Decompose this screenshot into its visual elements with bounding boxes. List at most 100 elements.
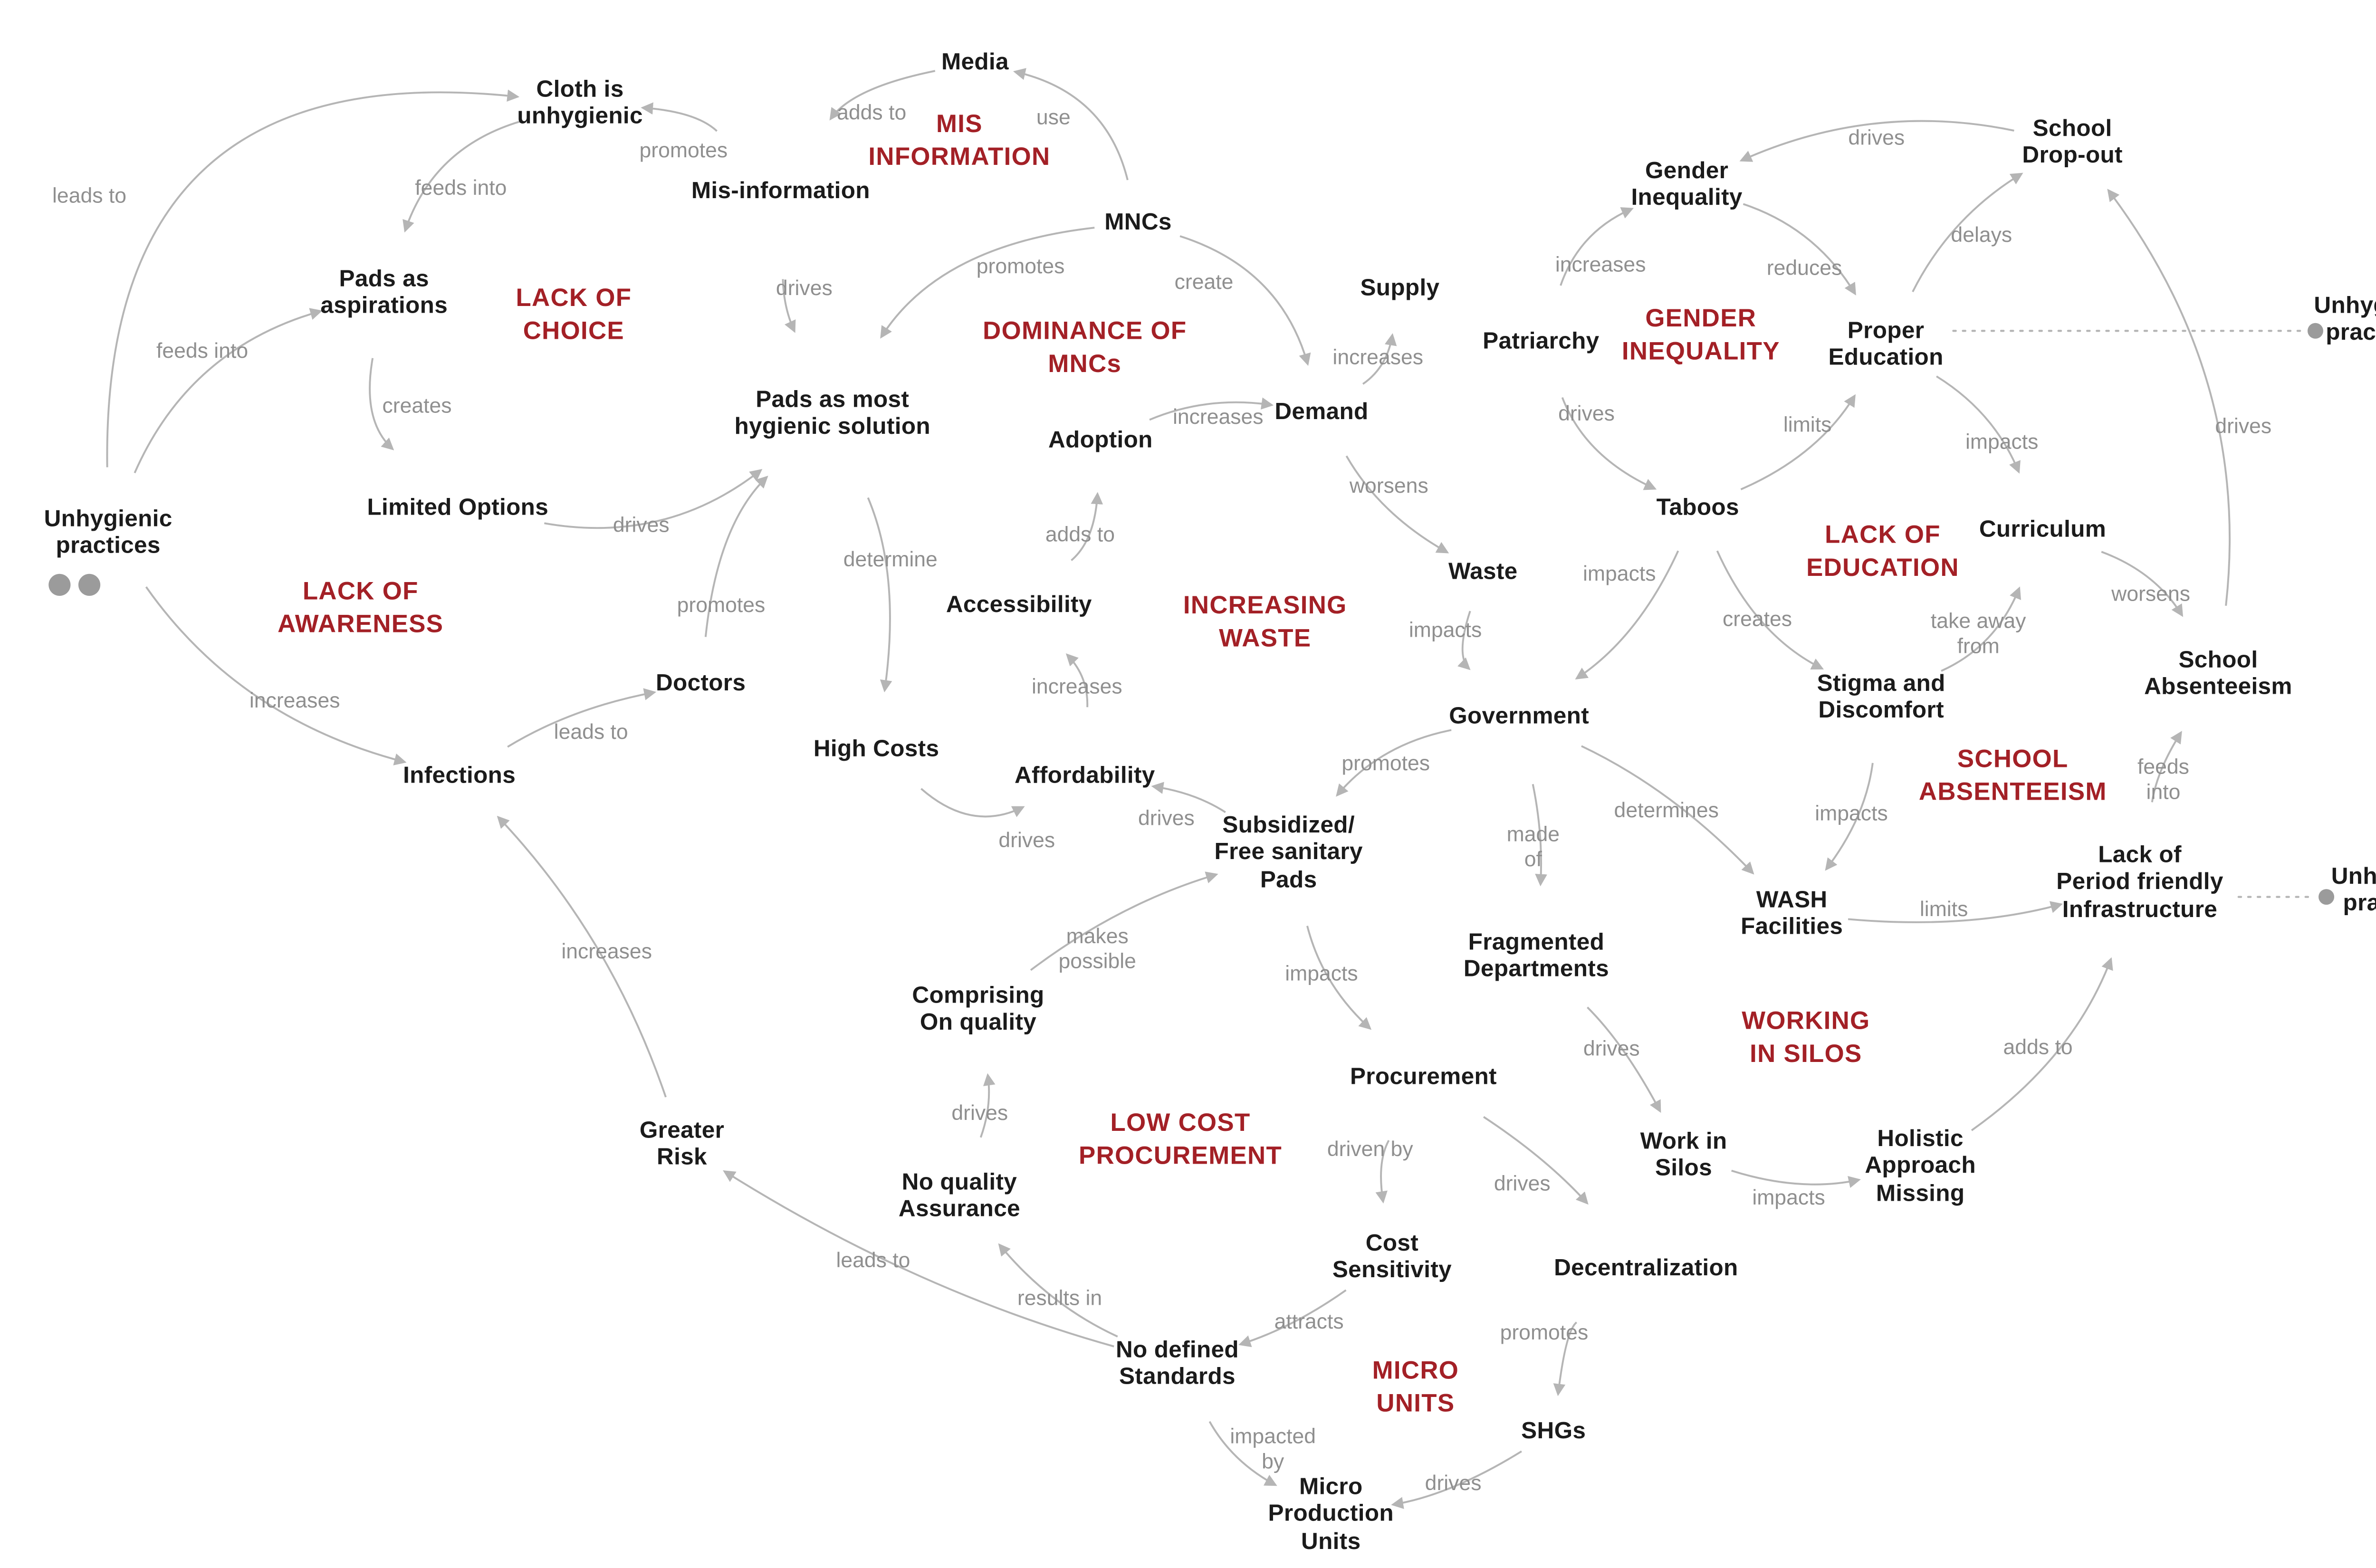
gray-dot-icon xyxy=(78,574,101,596)
node-supply: Supply xyxy=(1360,275,1440,302)
edge-label-taboos-to-stigma: creates xyxy=(1723,607,1792,631)
edge-no-defined-standards-to-no-quality-assurance xyxy=(998,1243,1118,1338)
edge-label-demand-to-supply: increases xyxy=(1332,345,1424,369)
node-fragmented-departments: Fragmented Departments xyxy=(1463,929,1609,984)
lack-of-choice-loop-title: LACK OF CHOICE xyxy=(516,286,632,345)
edge-label-cloth-unhygienic-to-pads-aspirations: feeds into xyxy=(415,176,507,200)
edge-unhygienic-practices-left-to-cloth-unhygienic xyxy=(106,89,520,468)
edge-fragmented-departments-to-work-in-silos xyxy=(1587,1006,1661,1113)
edge-label-no-defined-standards-to-no-quality-assurance: results in xyxy=(1017,1286,1102,1310)
edge-label-doctors-to-pads-hygienic: promotes xyxy=(677,593,766,617)
edge-label-school-absenteeism-to-school-dropout: drives xyxy=(2215,414,2272,438)
node-affordability: Affordability xyxy=(1014,762,1155,789)
edge-label-government-to-subsidized-pads: promotes xyxy=(1341,751,1430,775)
increasing-waste-loop-title: INCREASING WASTE xyxy=(1183,593,1347,652)
edge-holistic-missing-to-lack-infrastructure xyxy=(1971,957,2113,1131)
edge-procurement-to-cost-sensitivity xyxy=(1375,1140,1390,1204)
edge-label-pads-aspirations-to-limited-options: creates xyxy=(382,394,452,418)
edge-label-holistic-missing-to-lack-infrastructure: adds to xyxy=(2003,1035,2073,1059)
node-stigma: Stigma and Discomfort xyxy=(1817,670,1945,725)
node-demand: Demand xyxy=(1274,399,1369,426)
edge-doctors-to-pads-hygienic xyxy=(704,476,768,637)
edge-comprising-quality-to-subsidized-pads xyxy=(1030,871,1218,971)
edge-taboos-to-stigma xyxy=(1716,550,1824,669)
edge-label-mncs-to-demand: create xyxy=(1174,270,1234,294)
edge-proper-education-to-school-dropout xyxy=(1912,172,2023,293)
edge-high-costs-to-affordability xyxy=(920,788,1025,818)
edge-proper-education-to-curriculum xyxy=(1936,375,2021,474)
edge-label-mncs-to-media: use xyxy=(1036,105,1071,129)
edge-infections-to-doctors xyxy=(507,688,657,748)
edge-label-unhygienic-practices-left-to-infections: increases xyxy=(249,688,340,712)
edge-government-to-wash-facilities xyxy=(1581,745,1754,875)
mis-information-loop-title: MIS INFORMATION xyxy=(868,111,1051,171)
edge-label-waste-to-government: impacts xyxy=(1408,618,1482,642)
node-comprising-quality: Comprising On quality xyxy=(912,982,1044,1037)
edge-label-gender-inequality-to-proper-education: reduces xyxy=(1766,256,1842,280)
edge-label-government-to-wash-facilities: determines xyxy=(1614,798,1719,822)
edge-unhygienic-practices-left-to-infections xyxy=(145,586,407,765)
node-accessibility: Accessibility xyxy=(946,592,1092,619)
edge-label-taboos-to-proper-education: limits xyxy=(1783,412,1832,437)
node-cloth-unhygienic: Cloth is unhygienic xyxy=(517,76,643,130)
edge-label-school-dropout-to-gender-inequality: drives xyxy=(1848,125,1905,150)
edge-label-cost-sensitivity-to-no-defined-standards: attracts xyxy=(1274,1310,1344,1333)
edge-label-comprising-quality-to-subsidized-pads: makes possible xyxy=(1058,924,1136,972)
node-pads-hygienic: Pads as most hygienic solution xyxy=(734,386,930,441)
edge-label-patriarchy-to-taboos: drives xyxy=(1558,402,1615,426)
edge-pads-aspirations-to-limited-options xyxy=(369,358,394,450)
gray-dot-icon xyxy=(2319,889,2335,905)
edge-gender-inequality-to-proper-education xyxy=(1743,203,1856,296)
gray-dot-icon xyxy=(2307,323,2323,339)
node-micro-production-units: Micro Production Units xyxy=(1268,1473,1394,1555)
edge-mis-information-to-pads-hygienic xyxy=(782,279,796,333)
edge-label-no-quality-assurance-to-comprising-quality: drives xyxy=(951,1101,1008,1125)
node-subsidized-pads: Subsidized/ Free sanitary Pads xyxy=(1214,812,1363,893)
edge-label-unhygienic-practices-left-to-pads-aspirations: feeds into xyxy=(156,339,249,363)
edge-limited-options-to-pads-hygienic xyxy=(544,468,763,529)
edge-label-unhygienic-practices-left-to-cloth-unhygienic: leads to xyxy=(52,183,127,208)
edge-lack-infrastructure-to-school-absenteeism xyxy=(2151,731,2182,803)
edge-label-accessibility-to-adoption: adds to xyxy=(1045,522,1115,546)
edge-no-defined-standards-to-micro-production-units xyxy=(1208,1421,1277,1486)
node-shgs: SHGs xyxy=(1521,1418,1586,1445)
edge-label-media-to-mis-information: adds to xyxy=(837,100,907,124)
node-unhygienic-practices-left: Unhygienic practices xyxy=(44,506,172,560)
edge-wash-facilities-to-lack-infrastructure xyxy=(1848,901,2063,923)
edge-government-to-fragmented-departments xyxy=(1532,784,1547,887)
school-absenteeism-loop-title: SCHOOL ABSENTEEISM xyxy=(1918,746,2107,806)
gray-dot-icon xyxy=(48,574,71,596)
edge-label-wash-facilities-to-lack-infrastructure: limits xyxy=(1919,897,1968,921)
edge-label-mis-information-to-pads-hygienic: drives xyxy=(776,276,833,300)
edge-subsidized-pads-to-procurement xyxy=(1306,926,1372,1030)
node-unhygienic-practices-top-right: Unhygienic practices xyxy=(2314,292,2376,347)
node-unhygienic-practices-bottom-right: Unhygienic practices xyxy=(2331,863,2376,918)
node-waste: Waste xyxy=(1448,558,1518,585)
edge-label-lack-infrastructure-to-school-absenteeism: feeds into xyxy=(2137,755,2189,803)
edge-school-absenteeism-to-school-dropout xyxy=(2107,189,2231,606)
edge-label-subsidized-pads-to-procurement: impacts xyxy=(1285,961,1358,985)
edge-label-affordability-to-accessibility: increases xyxy=(1032,674,1122,698)
edge-label-stigma-to-curriculum: take away from xyxy=(1930,609,2026,657)
edge-label-procurement-to-decentralization: drives xyxy=(1494,1171,1551,1195)
node-school-absenteeism: School Absenteeism xyxy=(2144,647,2292,701)
edge-label-patriarchy-to-gender-inequality: increases xyxy=(1555,253,1646,277)
node-lack-infrastructure: Lack of Period friendly Infrastructure xyxy=(2056,841,2223,923)
edge-mncs-to-media xyxy=(1013,68,1129,181)
node-proper-education: Proper Education xyxy=(1828,317,1944,372)
node-gender-inequality: Gender Inequality xyxy=(1631,158,1743,212)
node-work-in-silos: Work in Silos xyxy=(1640,1128,1727,1183)
edge-label-mis-information-to-cloth-unhygienic: promotes xyxy=(639,138,728,162)
edge-group xyxy=(48,68,2335,1509)
node-procurement: Procurement xyxy=(1350,1063,1497,1090)
edge-work-in-silos-to-holistic-missing xyxy=(1731,1169,1861,1188)
edge-no-quality-assurance-to-comprising-quality xyxy=(979,1073,996,1138)
edge-patriarchy-to-taboos xyxy=(1561,397,1657,490)
edge-procurement-to-decentralization xyxy=(1483,1116,1589,1205)
node-limited-options: Limited Options xyxy=(367,494,549,521)
edge-pads-hygienic-to-high-costs xyxy=(867,497,892,693)
node-no-quality-assurance: No quality Assurance xyxy=(898,1169,1020,1223)
